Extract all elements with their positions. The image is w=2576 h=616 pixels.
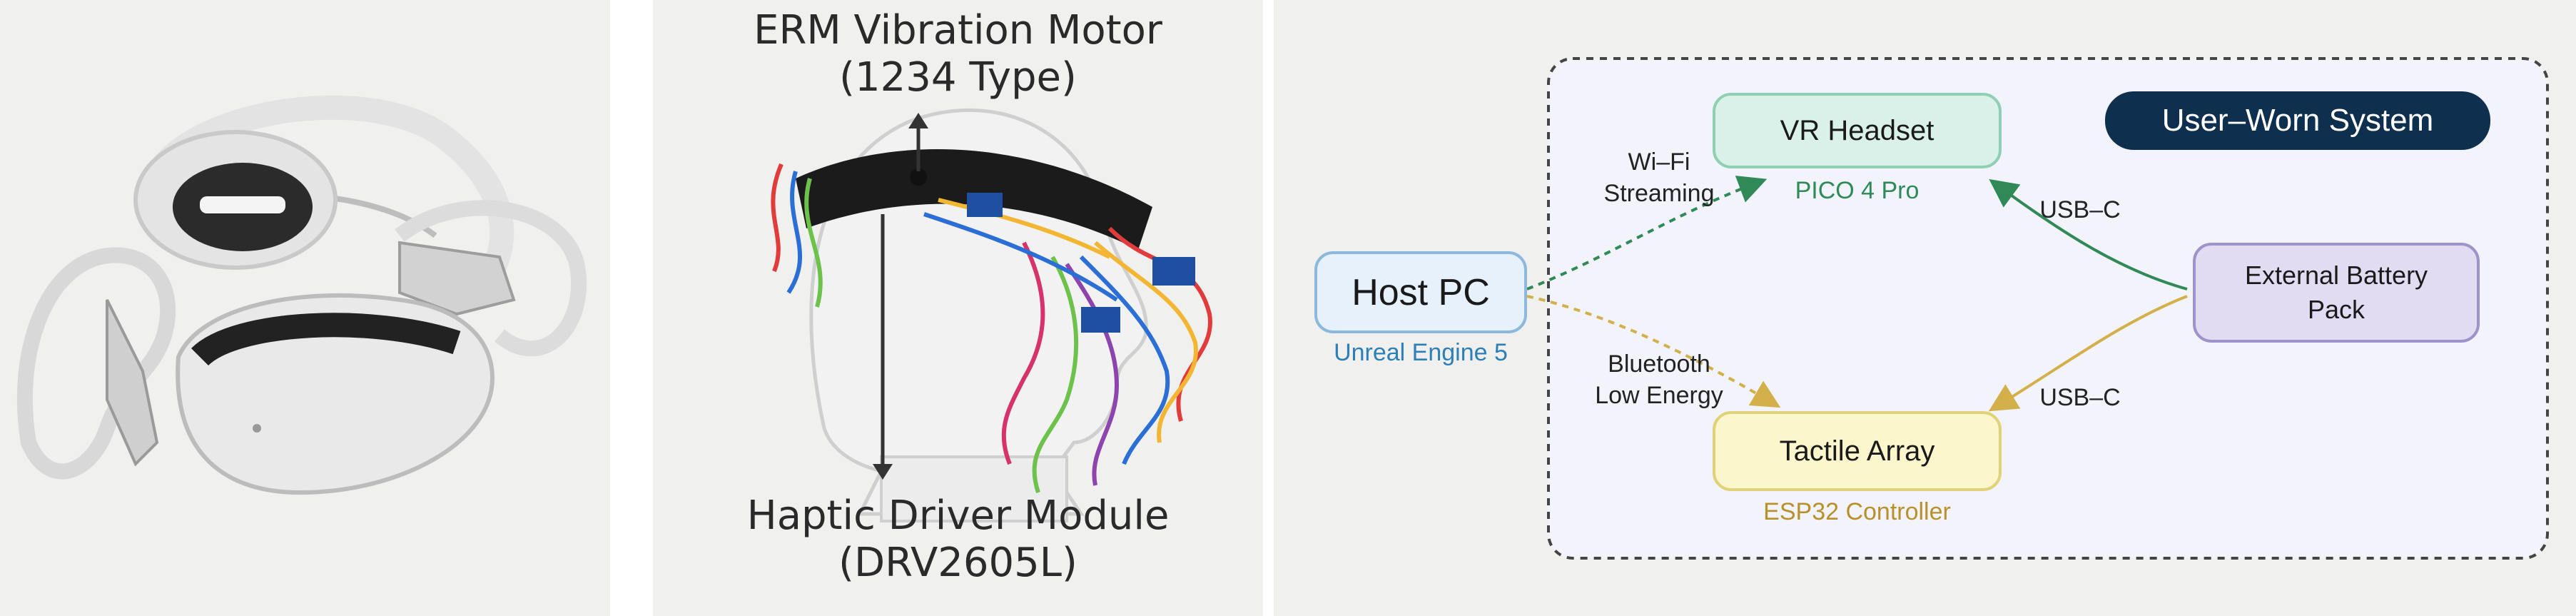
erm-motor-marker <box>910 168 927 186</box>
motor-label: ERM Vibration Motor (1234 Type) <box>653 7 1263 101</box>
driver-module-2 <box>1081 307 1120 333</box>
motor-label-line1: ERM Vibration Motor <box>754 7 1162 54</box>
wire-bundle <box>771 163 1212 493</box>
driver-module-3 <box>967 193 1003 217</box>
left-controller-grip <box>106 299 159 467</box>
wifi-edge-label-line2: Streaming <box>1603 180 1715 207</box>
vr-headset-sublabel: PICO 4 Pro <box>1795 177 1920 204</box>
right-controller-grip <box>398 241 516 316</box>
wifi-edge-label-line1: Wi–Fi <box>1628 148 1690 176</box>
battery-node: External Battery Pack <box>2193 243 2480 343</box>
host-pc-sublabel: Unreal Engine 5 <box>1334 339 1508 366</box>
vr-headset-illustration <box>16 95 587 495</box>
wifi-edge-label: Wi–Fi Streaming <box>1573 146 1745 209</box>
usb-link-tactile <box>1988 295 2188 412</box>
motor-pointer-arrowhead <box>908 113 928 128</box>
visor-sensor <box>253 424 261 433</box>
driver-pointer-arrowhead <box>873 464 893 480</box>
system-diagram-panel: User–Worn System VR Headset PICO 4 Pro H… <box>1274 0 2576 616</box>
usb-bottom-edge-label: USB–C <box>2039 384 2121 411</box>
ble-edge-label-line1: Bluetooth <box>1608 350 1710 378</box>
tactile-array-node: Tactile Array <box>1713 411 2002 491</box>
haptic-headband-illustration <box>771 108 1212 522</box>
vr-headset-label: VR Headset <box>1780 114 1934 146</box>
vr-headset-node: VR Headset <box>1713 93 2002 168</box>
tactile-array-sublabel: ESP32 Controller <box>1763 498 1951 525</box>
driver-module-1 <box>1152 257 1195 286</box>
driver-label-line1: Haptic Driver Module <box>746 493 1170 539</box>
battery-label-line2: Pack <box>2307 295 2365 324</box>
driver-label-line2: (DRV2605L) <box>838 540 1077 586</box>
left-controller-ring <box>16 247 176 480</box>
usb-top-edge-label: USB–C <box>2039 196 2121 223</box>
ble-edge-label-line2: Low Energy <box>1595 382 1723 409</box>
host-pc-label: Host PC <box>1352 271 1490 313</box>
vr-headset-photo-panel <box>0 0 610 616</box>
user-worn-system-title: User–Worn System <box>2105 91 2490 150</box>
usb-link-headset <box>1989 178 2188 291</box>
face-cushion <box>191 313 461 366</box>
battery-label-line1: External Battery <box>2244 261 2428 290</box>
haptic-headband-photo-panel: ERM Vibration Motor (1234 Type) Haptic D… <box>653 0 1263 616</box>
driver-label: Haptic Driver Module (DRV2605L) <box>653 493 1263 587</box>
head-strap <box>155 95 514 277</box>
wifi-link <box>1526 176 1768 291</box>
host-pc-node: Host PC <box>1314 251 1527 333</box>
rear-pad-vent <box>200 196 285 213</box>
ble-link <box>1526 295 1781 408</box>
tactile-array-label: Tactile Array <box>1779 435 1935 467</box>
motor-label-line2: (1234 Type) <box>839 54 1077 101</box>
ble-edge-label: Bluetooth Low Energy <box>1566 348 1752 411</box>
right-controller-ring <box>395 200 587 357</box>
